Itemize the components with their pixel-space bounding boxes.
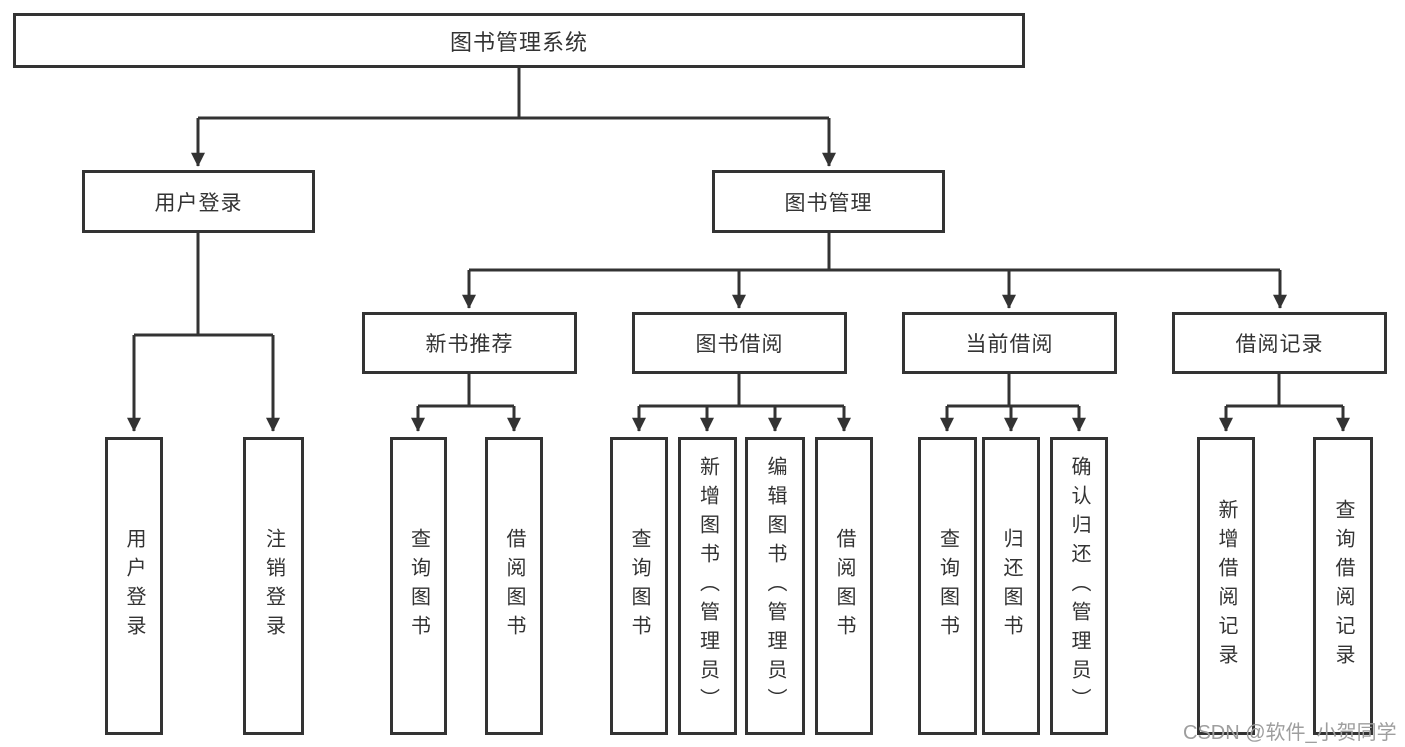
csdn-watermark: CSDN @软件_小贺同学	[1183, 722, 1397, 744]
node-book-borrow: 图书借阅	[632, 312, 847, 374]
leaf-query-books-borrow: 查询图书	[610, 437, 668, 735]
leaf-query-books-current: 查询图书	[918, 437, 977, 735]
node-borrow-records: 借阅记录	[1172, 312, 1387, 374]
leaf-borrow-books: 借阅图书	[815, 437, 873, 735]
leaf-add-borrow-record: 新增借阅记录	[1197, 437, 1255, 735]
node-current-borrow: 当前借阅	[902, 312, 1117, 374]
leaf-add-books-admin: 新增图书（管理员）	[678, 437, 737, 735]
node-user-login: 用户登录	[82, 170, 315, 233]
leaf-query-borrow-record: 查询借阅记录	[1313, 437, 1373, 735]
leaf-user-login: 用户登录	[105, 437, 163, 735]
leaf-confirm-return-admin: 确认归还（管理员）	[1050, 437, 1108, 735]
leaf-borrow-books-recommend: 借阅图书	[485, 437, 543, 735]
node-root-library-system: 图书管理系统	[13, 13, 1025, 68]
leaf-query-books-recommend: 查询图书	[390, 437, 447, 735]
leaf-return-books: 归还图书	[982, 437, 1040, 735]
node-new-book-recommend: 新书推荐	[362, 312, 577, 374]
leaf-logout: 注销登录	[243, 437, 304, 735]
node-book-management: 图书管理	[712, 170, 945, 233]
leaf-edit-books-admin: 编辑图书（管理员）	[745, 437, 805, 735]
